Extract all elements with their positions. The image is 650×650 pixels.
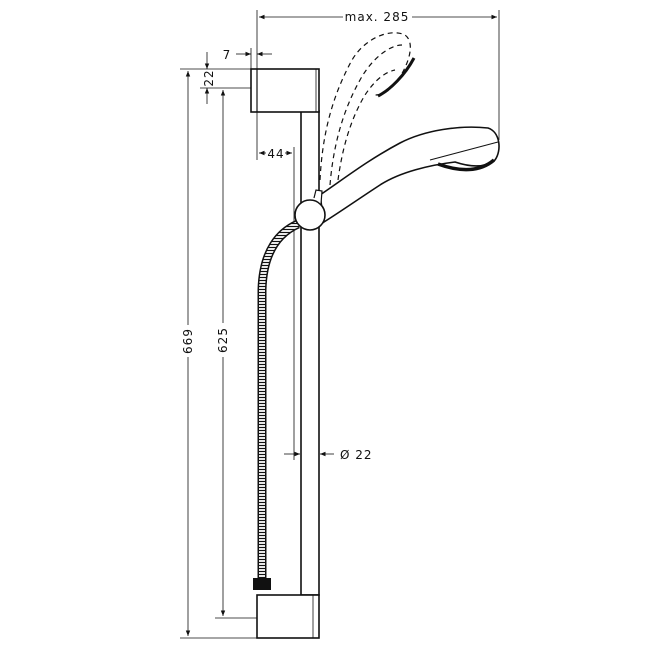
bottom-wall-bracket: [256, 594, 320, 639]
dimension-bracket-height: 22: [180, 52, 251, 104]
top-wall-bracket: [250, 68, 320, 113]
handshower-holder: [294, 189, 326, 231]
label-bracket-height: 22: [202, 69, 216, 86]
alternate-spray-face: [377, 57, 416, 98]
label-bracket-offset: 7: [223, 48, 232, 62]
dimension-max-reach: max. 285: [256, 10, 500, 160]
dimension-bracket-offset: 7: [223, 48, 272, 69]
label-max-reach: max. 285: [345, 10, 410, 24]
dimension-wall-distance: 44: [259, 147, 295, 460]
dimension-center-distance: 625: [215, 90, 257, 619]
dimension-total-height: 669: [180, 71, 257, 639]
label-wall-distance: 44: [267, 147, 284, 161]
handshower: [319, 126, 500, 224]
spray-face: [437, 158, 496, 172]
shower-hose: [253, 219, 300, 590]
label-rail-diameter: Ø 22: [340, 448, 373, 462]
slide-rail: [300, 110, 320, 596]
label-total-height: 669: [181, 328, 195, 354]
hose-connector: [253, 578, 271, 590]
dimension-rail-diameter: Ø 22: [284, 448, 373, 462]
label-center-distance: 625: [216, 327, 230, 353]
